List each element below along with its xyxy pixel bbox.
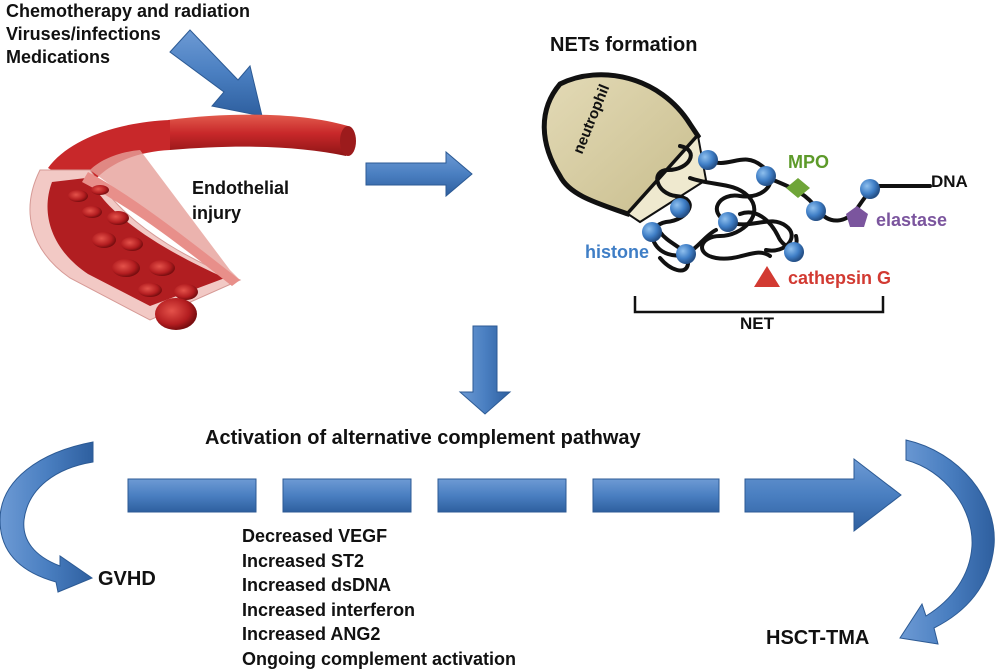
curved-arrow-icon	[0, 442, 93, 592]
curved-arrow-icon	[900, 440, 994, 644]
marker-item: Increased dsDNA	[242, 573, 516, 598]
gvhd-label: GVHD	[98, 568, 156, 591]
elastase-label: elastase	[876, 210, 947, 231]
cause-item: Medications	[6, 46, 250, 69]
net-label: NET	[740, 314, 774, 334]
hsct-tma-label: HSCT-TMA	[766, 627, 869, 650]
dna-label: DNA	[931, 172, 968, 192]
nets-title: NETs formation	[550, 34, 697, 57]
pathway-arrow	[128, 459, 901, 531]
marker-list: Decreased VEGF Increased ST2 Increased d…	[242, 524, 516, 671]
marker-item: Increased interferon	[242, 598, 516, 623]
arrow-icon	[366, 152, 472, 196]
arrow-icon	[460, 326, 510, 414]
cause-list: Chemotherapy and radiation Viruses/infec…	[6, 0, 250, 69]
pathway-title: Activation of alternative complement pat…	[205, 427, 641, 450]
cathepsin-label: cathepsin G	[788, 268, 891, 289]
marker-item: Increased ST2	[242, 549, 516, 574]
marker-item: Decreased VEGF	[242, 524, 516, 549]
cause-item: Chemotherapy and radiation	[6, 0, 250, 23]
cathepsin-icon	[754, 266, 780, 287]
cause-item: Viruses/infections	[6, 23, 250, 46]
elastase-icon	[846, 206, 868, 227]
histone-label: histone	[585, 242, 649, 263]
endothelial-injury-label: Endothelial injury	[192, 176, 289, 226]
marker-item: Increased ANG2	[242, 622, 516, 647]
net-bracket	[635, 296, 883, 312]
marker-item: Ongoing complement activation	[242, 647, 516, 671]
mpo-label: MPO	[788, 152, 829, 173]
